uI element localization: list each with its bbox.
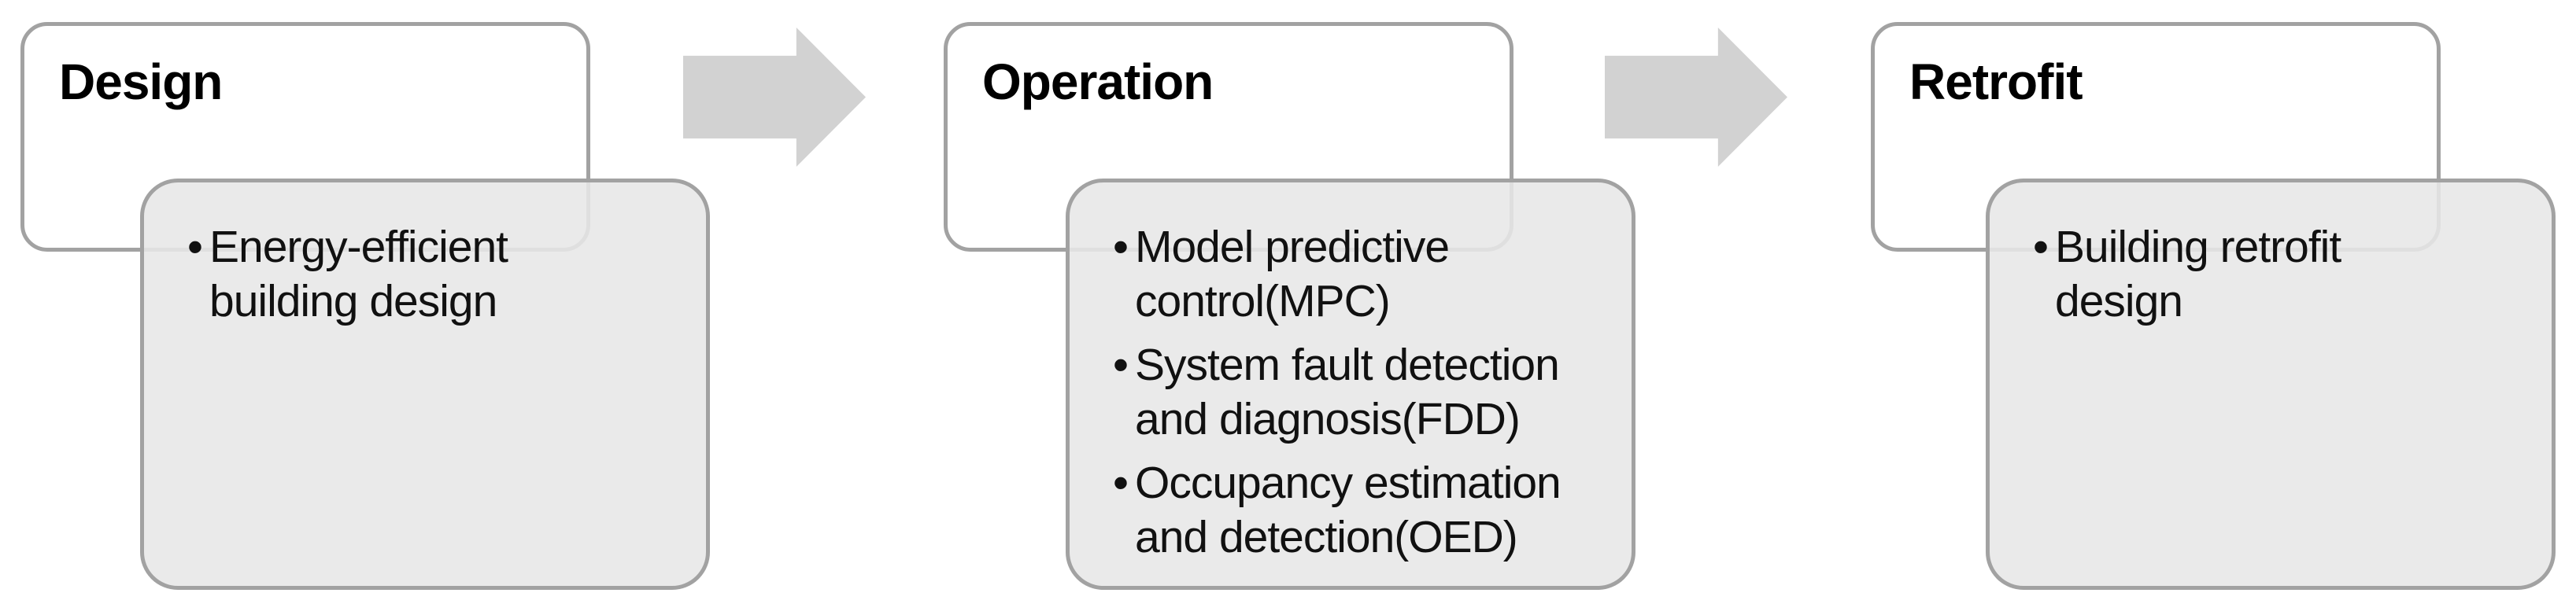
bullet-item: Building retrofit design <box>2033 220 2533 329</box>
stage-content-box-design: Energy-efficient building design <box>140 179 710 590</box>
stage-content-box-operation: Model predictive control(MPC) System fau… <box>1066 179 1635 590</box>
stage-title-retrofit: Retrofit <box>1909 53 2083 110</box>
bullet-list-design: Energy-efficient building design <box>187 220 687 329</box>
bullet-item: Energy-efficient building design <box>187 220 687 329</box>
bullet-list-retrofit: Building retrofit design <box>2033 220 2533 329</box>
bullet-list-operation: Model predictive control(MPC) System fau… <box>1113 220 1613 565</box>
stage-title-operation: Operation <box>982 53 1214 110</box>
arrow-right-icon <box>683 28 866 167</box>
bullet-item: Model predictive control(MPC) <box>1113 220 1613 329</box>
stage-title-design: Design <box>59 53 223 110</box>
bullet-item: Occupancy estimation and detection(OED) <box>1113 456 1613 565</box>
arrow-right-icon <box>1605 28 1787 167</box>
stage-content-box-retrofit: Building retrofit design <box>1986 179 2556 590</box>
bullet-item: System fault detection and diagnosis(FDD… <box>1113 338 1613 447</box>
